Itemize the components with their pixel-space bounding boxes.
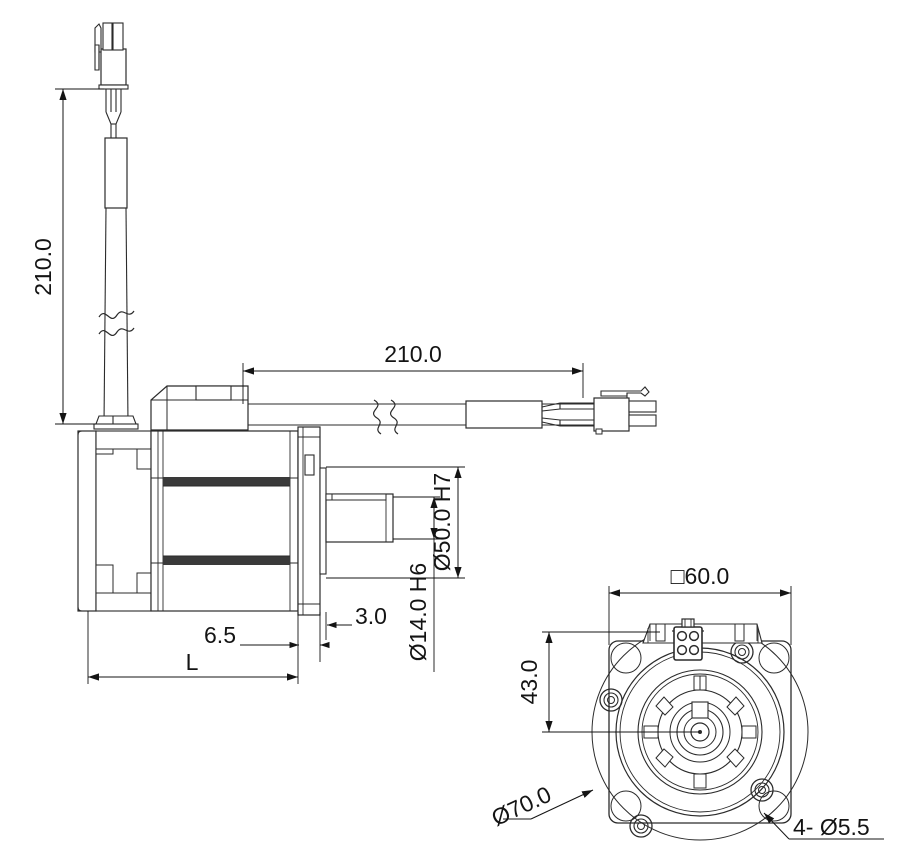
dim-d50-h7-label: Ø50.0 H7 (429, 473, 455, 571)
horizontal-cable-wires (541, 402, 596, 427)
lamination-band-bottom (163, 556, 290, 565)
horizontal-cable-assembly (150, 385, 657, 435)
dim-d70-leader (503, 789, 594, 820)
dim-3-0 (319, 612, 352, 640)
cable-grommet (93, 415, 139, 430)
shaft-keyway (691, 701, 709, 719)
horizontal-cable-connector (593, 386, 657, 435)
dim-square-60 (608, 586, 792, 645)
vertical-cable-wires (105, 89, 122, 140)
dim-210-horizontal-label: 210.0 (384, 341, 442, 367)
vertical-cable-assembly (93, 22, 139, 430)
dim-square-60-label: □60.0 (671, 563, 730, 589)
dim-d14-h6-label: Ø14.0 H6 (405, 563, 431, 661)
front-view (591, 618, 809, 841)
vertical-cable-sleeve (104, 137, 128, 209)
dim-210-horizontal (242, 363, 584, 404)
flange-screw-bottom-left (629, 814, 653, 838)
dim-L-label: L (186, 649, 199, 675)
front-4pin-connector (672, 618, 704, 661)
dim-4-d55-label: 4- Ø5.5 (793, 814, 870, 840)
side-view (77, 22, 657, 616)
dim-d14-h6 (393, 496, 440, 672)
dim-4-d55-leader (763, 812, 884, 840)
output-shaft (325, 493, 394, 543)
dim-210-vertical (55, 88, 104, 425)
rotor-vent-slots (643, 675, 757, 789)
flange-screw-right-bottom (750, 778, 774, 802)
lamination-band-top (163, 477, 290, 486)
dim-43-0-label: 43.0 (516, 660, 542, 705)
horizontal-cable-sleeve (465, 400, 543, 429)
cable-break-symbol-vertical (98, 310, 135, 336)
motor-top-connector-block (150, 385, 249, 431)
motor-body-side (77, 426, 394, 616)
dim-3-0-label: 3.0 (355, 603, 387, 629)
vertical-cable-connector (94, 22, 129, 90)
side-view-dimensions: 210.0 210.0 Ø50.0 H7 Ø14.0 H6 (30, 88, 584, 684)
flange-screw-left-top (599, 688, 623, 712)
cable-break-symbol-horizontal (372, 399, 399, 435)
dim-210-vertical-label: 210.0 (30, 238, 56, 296)
vertical-cable-body (103, 207, 129, 425)
dim-6-5 (240, 612, 330, 662)
dim-6-5-label: 6.5 (204, 622, 236, 648)
dim-L (87, 611, 299, 684)
dim-d50-h7 (326, 466, 465, 579)
dim-43-0 (542, 631, 700, 733)
